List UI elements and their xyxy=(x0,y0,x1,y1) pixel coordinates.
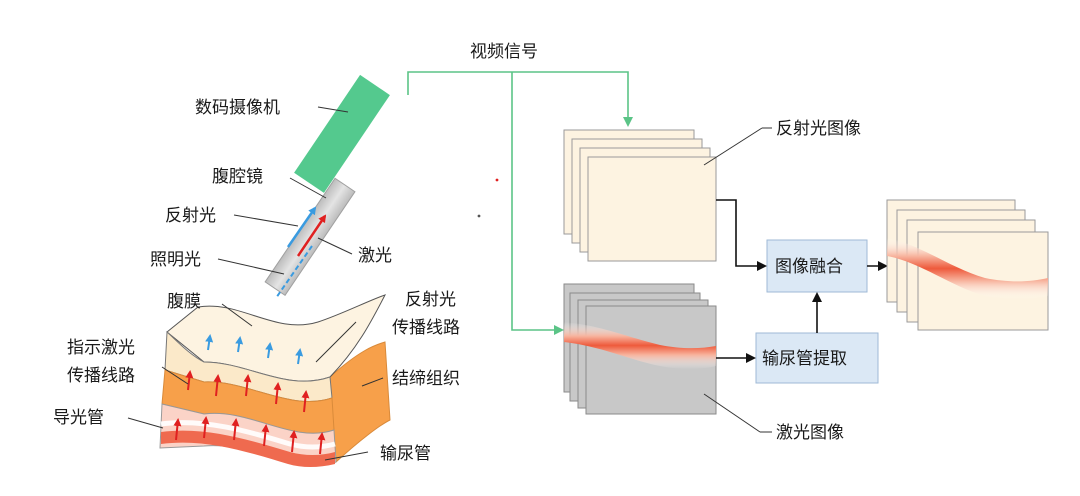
laparoscope-assembly xyxy=(264,74,390,299)
ureter-label: 输尿管 xyxy=(380,444,431,464)
reflected-image-stack xyxy=(563,129,717,262)
laser-arrow xyxy=(296,214,327,257)
illumination-callout: 照明光 xyxy=(150,250,285,275)
reflected-light-label: 反射光 xyxy=(165,206,216,226)
camera-callout: 数码摄像机 xyxy=(195,98,349,118)
tissue-block xyxy=(159,294,391,467)
reflected-to-fusion-arrow xyxy=(716,199,767,271)
fused-image-ureter-stripe xyxy=(887,238,1048,299)
laser-image-callout: 激光图像 xyxy=(703,393,844,443)
laparoscope-callout: 腹腔镜 xyxy=(212,167,327,199)
ureter-extraction-label: 输尿管提取 xyxy=(762,349,847,369)
connective-tissue-callout: 结缔组织 xyxy=(361,369,460,389)
video-signal-label: 视频信号 xyxy=(470,42,538,62)
indicator-path-label-line1: 指示激光 xyxy=(67,338,135,358)
fused-image-stack xyxy=(886,199,1049,331)
illumination-light-line xyxy=(275,245,313,299)
reflected-light-arrows xyxy=(205,334,304,365)
reflected-light-arrow xyxy=(286,206,317,248)
indicator-laser-arrows xyxy=(173,370,326,455)
stray-mark xyxy=(477,214,481,218)
reflected-image-callout: 反射光图像 xyxy=(703,119,861,166)
laser-callout: 激光 xyxy=(317,237,392,266)
light-guide-label: 导光管 xyxy=(53,408,104,428)
stray-mark xyxy=(495,178,499,182)
peritoneum-callout: 腹膜 xyxy=(167,292,253,327)
ureter-tube xyxy=(161,430,335,467)
ureter-extraction-box: 输尿管提取 xyxy=(755,332,879,384)
connective-tissue-label: 结缔组织 xyxy=(392,369,460,389)
connective-tissue-side xyxy=(329,341,391,464)
indicator-path-callout: 指示激光 传播线路 xyxy=(67,338,189,386)
laser-image-label: 激光图像 xyxy=(776,423,844,443)
image-fusion-box: 图像融合 xyxy=(766,239,868,293)
laparoscope-label: 腹腔镜 xyxy=(212,167,263,187)
reflected-image-label: 反射光图像 xyxy=(776,119,861,139)
reflected-path-callout: 反射光 传播线路 xyxy=(315,290,460,363)
light-guide-callout: 导光管 xyxy=(53,408,164,429)
ureter-callout: 输尿管 xyxy=(324,444,431,464)
peritoneum-label: 腹膜 xyxy=(167,292,201,312)
digital-camera-body xyxy=(294,74,390,193)
camera-label: 数码摄像机 xyxy=(195,98,280,118)
laser-image-stack xyxy=(563,283,717,415)
indicator-path-label-line2: 传播线路 xyxy=(67,366,135,386)
reflected-path-label-line2: 传播线路 xyxy=(392,318,460,338)
reflected-path-label-line1: 反射光 xyxy=(405,290,456,310)
image-fusion-label: 图像融合 xyxy=(775,257,843,277)
illumination-light-label: 照明光 xyxy=(150,250,201,270)
laser-label: 激光 xyxy=(358,246,392,266)
light-guide-tube xyxy=(160,420,336,450)
flow-arrows xyxy=(716,199,888,363)
video-signal-connector xyxy=(407,71,633,335)
reflected-light-callout: 反射光 xyxy=(165,206,299,227)
laser-image-ureter-stripe xyxy=(564,322,716,369)
